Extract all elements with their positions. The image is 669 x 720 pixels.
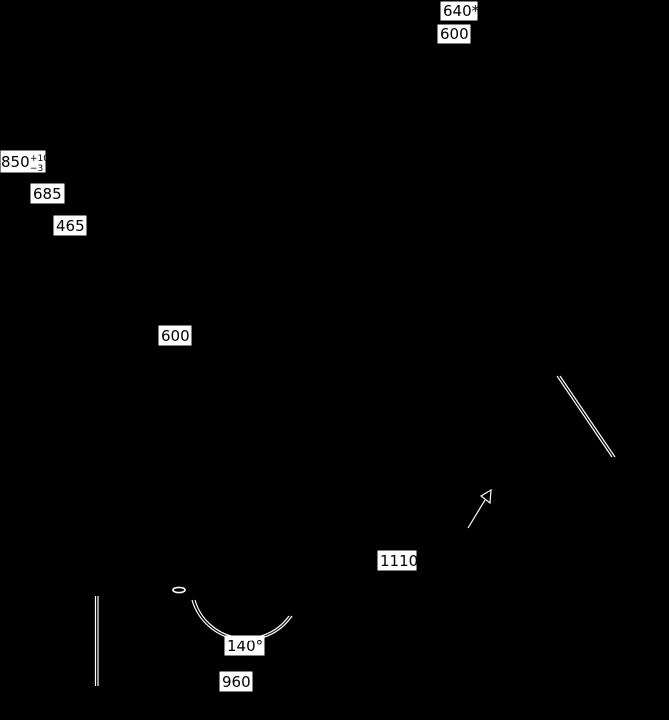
- dimension-text-960: 960: [222, 673, 251, 691]
- tolerance-lower: −3: [30, 164, 43, 174]
- dimension-label-465: 465: [52, 214, 88, 237]
- tolerance-upper: +10: [30, 154, 49, 164]
- dimension-label-600-top: 600: [436, 23, 472, 45]
- dimension-text-1110: 1110: [380, 552, 418, 570]
- dimension-text-685: 685: [33, 185, 62, 203]
- dimension-text-850: 850: [1, 153, 30, 171]
- dimension-text-600-mid: 600: [161, 327, 190, 345]
- dimension-text-640: 640*: [443, 2, 480, 20]
- dimension-label-640: 640*: [439, 0, 480, 22]
- dimension-label-850-toleranced: 850 +10 −3: [0, 149, 49, 174]
- dimension-label-960: 960: [218, 670, 254, 693]
- diagonal-double-line-b: [559, 375, 616, 458]
- angle-arc-140: [191, 599, 293, 641]
- dimension-label-1110: 1110: [376, 549, 418, 572]
- dimension-text-140-degrees: 140°: [227, 637, 263, 655]
- arrow-icon: [467, 488, 492, 529]
- pivot-point-icon: [172, 586, 186, 594]
- dimension-label-685: 685: [29, 182, 66, 205]
- diagonal-double-line-a: [556, 375, 613, 458]
- dimension-text-465: 465: [56, 217, 85, 235]
- dimension-label-600-mid: 600: [157, 324, 193, 347]
- dimension-text-600-top: 600: [440, 25, 469, 43]
